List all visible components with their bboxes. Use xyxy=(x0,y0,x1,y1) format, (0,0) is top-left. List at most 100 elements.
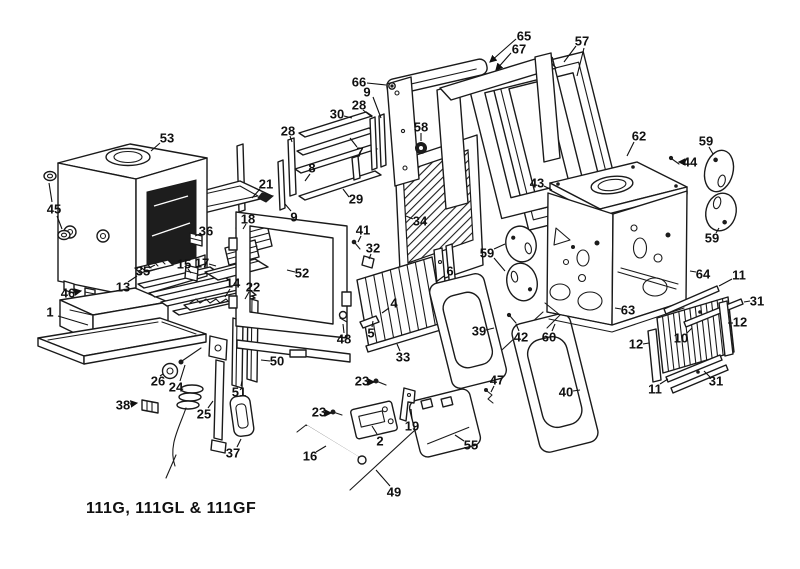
leader-line xyxy=(150,142,161,152)
leader-line xyxy=(251,188,261,199)
part-number-label: 64 xyxy=(696,267,711,282)
baffle-tab xyxy=(257,192,275,203)
part-number-label: 5 xyxy=(367,326,374,341)
part-number-label: 35 xyxy=(136,264,150,279)
part-48-bolt xyxy=(338,310,348,323)
leader-line xyxy=(410,408,413,420)
leader-line xyxy=(284,203,292,212)
part-number-label: 25 xyxy=(197,407,211,422)
leader-line xyxy=(708,146,714,155)
part-number-label: 23 xyxy=(312,405,326,420)
part-2-draft-plate xyxy=(350,400,398,440)
leader-line xyxy=(179,364,186,382)
part-number-label: 32 xyxy=(366,241,380,256)
part-number-label: 16 xyxy=(303,449,317,464)
leader-line xyxy=(343,115,353,119)
leader-line xyxy=(48,182,53,203)
leader-line xyxy=(73,288,83,296)
leader-line xyxy=(715,227,720,234)
flue-collar xyxy=(105,147,151,167)
part-number-label: 39 xyxy=(472,324,486,339)
leader-line xyxy=(689,270,697,273)
part-59-oval-covers xyxy=(505,149,737,302)
leader-line xyxy=(207,400,214,409)
part-44-screw xyxy=(668,155,680,165)
part-number-label: 62 xyxy=(632,129,646,144)
part-39-door-panel xyxy=(428,273,508,389)
part-41-screw xyxy=(351,239,361,250)
leader-line xyxy=(240,380,243,387)
part-number-label: 34 xyxy=(413,214,428,229)
part-number-label: 22 xyxy=(246,280,260,295)
part-number-label: 9 xyxy=(363,85,370,100)
leader-line xyxy=(489,38,517,63)
part-number-label: 2 xyxy=(376,434,383,449)
part-53-firebox-body xyxy=(57,143,208,298)
part-number-label: 15 xyxy=(177,257,191,272)
part-number-label: 26 xyxy=(151,374,165,389)
part-42-screw xyxy=(506,312,517,324)
part-number-label: 59 xyxy=(705,231,719,246)
leader-line xyxy=(56,215,63,230)
part-9-strip-left xyxy=(277,159,286,211)
part-32-bracket xyxy=(361,255,375,269)
leader-line xyxy=(208,263,217,267)
part-number-label: 31 xyxy=(709,374,723,389)
part-number-label: 65 xyxy=(517,29,531,44)
part-67-insulated-frame xyxy=(436,52,561,210)
part-number-label: 47 xyxy=(490,373,504,388)
part-number-label: 48 xyxy=(337,332,351,347)
part-10-rear-grille xyxy=(647,285,744,394)
part-47-screw xyxy=(484,388,494,404)
part-number-label: 31 xyxy=(750,294,764,309)
leader-line xyxy=(493,257,506,272)
part-number-label: 33 xyxy=(396,350,410,365)
part-number-label: 60 xyxy=(542,330,556,345)
leader-line xyxy=(244,291,250,300)
part-37-damper xyxy=(229,395,255,437)
leader-line xyxy=(187,268,192,274)
leader-line xyxy=(614,307,622,310)
part-35-grate-section xyxy=(134,259,174,274)
part-number-label: 49 xyxy=(387,485,401,500)
part-number-label: 55 xyxy=(464,438,478,453)
leader-line xyxy=(543,185,553,191)
leader-line xyxy=(375,469,391,487)
leader-line xyxy=(260,359,271,362)
part-28-strip-right xyxy=(369,116,378,171)
leader-line xyxy=(381,307,390,314)
part-52-inner-door-frame xyxy=(228,211,352,363)
part-number-label: 44 xyxy=(683,155,698,170)
part-number-label: 28 xyxy=(281,124,295,139)
part-number-label: 23 xyxy=(355,374,369,389)
part-45-nuts xyxy=(43,170,71,241)
part-number-label: 50 xyxy=(270,354,284,369)
part-number-label: 40 xyxy=(559,385,573,400)
leader-line xyxy=(493,243,506,250)
part-number-label: 42 xyxy=(514,330,528,345)
leader-line xyxy=(148,264,156,269)
part-number-label: 14 xyxy=(226,276,241,291)
leader-line xyxy=(551,323,556,332)
leader-line xyxy=(368,253,372,260)
part-number-label: 51 xyxy=(232,385,246,400)
part-number-label: 43 xyxy=(530,176,544,191)
part-5-latch-bar xyxy=(359,315,380,329)
leader-line xyxy=(342,323,345,334)
part-16-handle-bar xyxy=(296,424,367,465)
leader-line xyxy=(129,400,139,408)
part-number-label: 38 xyxy=(116,398,130,413)
leader-line xyxy=(366,82,387,86)
part-number-label: 37 xyxy=(226,446,240,461)
part-number-label: 46 xyxy=(61,286,75,301)
part-number-label: 66 xyxy=(352,75,366,90)
leader-line xyxy=(349,137,358,148)
part-43-cabinet-side-left xyxy=(546,192,614,326)
leader-line xyxy=(57,315,89,326)
part-19-bracket xyxy=(399,387,416,422)
leader-line xyxy=(236,438,242,448)
part-number-label: 29 xyxy=(349,192,363,207)
